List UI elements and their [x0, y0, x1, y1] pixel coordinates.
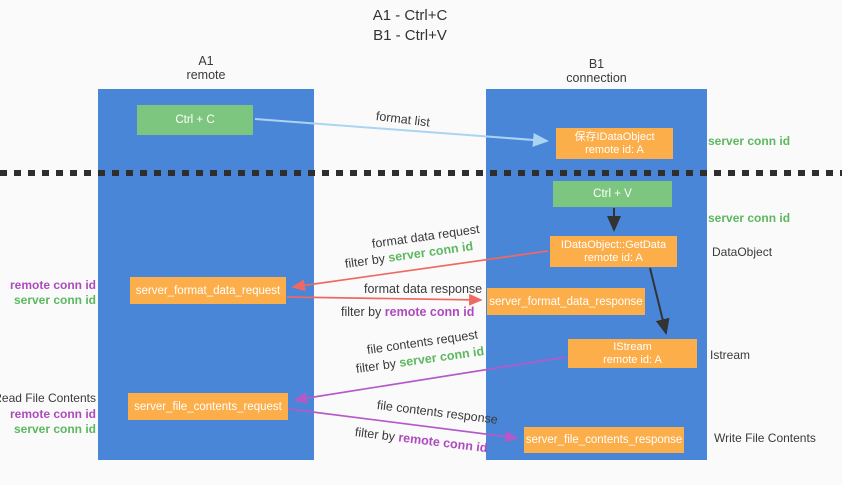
label-right-server-conn-id-1: server conn id — [708, 134, 791, 148]
node-server-format-data-response: server_format_data_response — [487, 288, 645, 315]
dotted-divider-line — [0, 170, 842, 176]
arrow-format-data-response — [286, 293, 483, 306]
node-istream: IStream remote id: A — [568, 339, 697, 368]
label-left-remote-conn-id-1: remote conn id — [9, 278, 96, 292]
node-server-file-contents-request: server_file_contents_request — [128, 393, 288, 420]
node-save-idataobject: 保存IDataObject remote id: A — [556, 128, 673, 159]
column-b-role: connection — [566, 71, 627, 85]
label-dataobject: DataObject — [712, 245, 773, 259]
node-idataobject-getdata: IDataObject::GetData remote id: A — [550, 236, 677, 267]
node-save-idataobject-line2: remote id: A — [585, 143, 644, 156]
anno-file-contents-response: file contents response — [376, 398, 499, 427]
title-line-1: A1 - Ctrl+C — [372, 7, 448, 24]
label-left-remote-conn-id-2: remote conn id — [9, 407, 96, 421]
label-istream: Istream — [710, 348, 751, 362]
label-left-server-conn-id-2: server conn id — [13, 422, 96, 436]
anno-format-list: format list — [375, 109, 431, 130]
anno-filter-file-response: filter by remote conn id — [354, 425, 488, 455]
column-a-header: A1 remote — [98, 54, 314, 82]
column-b-name: B1 — [588, 57, 605, 71]
node-istream-line2: remote id: A — [603, 353, 662, 366]
node-istream-line1: IStream — [613, 340, 652, 353]
anno-filter-format-response: filter by remote conn id — [341, 305, 474, 319]
node-ctrl-c: Ctrl + C — [137, 105, 253, 135]
node-server-format-data-request: server_format_data_request — [130, 277, 286, 304]
column-b-header: B1 connection — [486, 57, 707, 85]
label-read-file-contents: Read File Contents — [0, 391, 96, 405]
anno-filter-by-4: filter by — [354, 425, 396, 444]
anno-filter-by-2: filter by — [341, 305, 382, 319]
node-save-idataobject-line1: 保存IDataObject — [574, 130, 655, 143]
title-line-2: B1 - Ctrl+V — [373, 27, 447, 44]
anno-format-data-response: format data response — [364, 282, 483, 296]
node-idataobject-getdata-line2: remote id: A — [584, 251, 643, 264]
diagram-title: A1 - Ctrl+C B1 - Ctrl+V — [0, 6, 820, 46]
column-a-name: A1 — [198, 54, 214, 68]
anno-remote-conn-id-1: remote conn id — [384, 305, 475, 319]
node-idataobject-getdata-line1: IDataObject::GetData — [560, 238, 667, 251]
node-server-file-contents-response: server_file_contents_response — [524, 427, 684, 453]
anno-filter-by-1: filter by — [344, 251, 386, 271]
label-write-file-contents: Write File Contents — [714, 431, 816, 445]
label-right-server-conn-id-2: server conn id — [708, 211, 791, 225]
column-a-role: remote — [186, 68, 226, 82]
label-left-server-conn-id-1: server conn id — [13, 293, 96, 307]
anno-remote-conn-id-2: remote conn id — [397, 430, 489, 456]
node-ctrl-v: Ctrl + V — [553, 181, 672, 207]
anno-filter-by-3: filter by — [355, 356, 397, 376]
